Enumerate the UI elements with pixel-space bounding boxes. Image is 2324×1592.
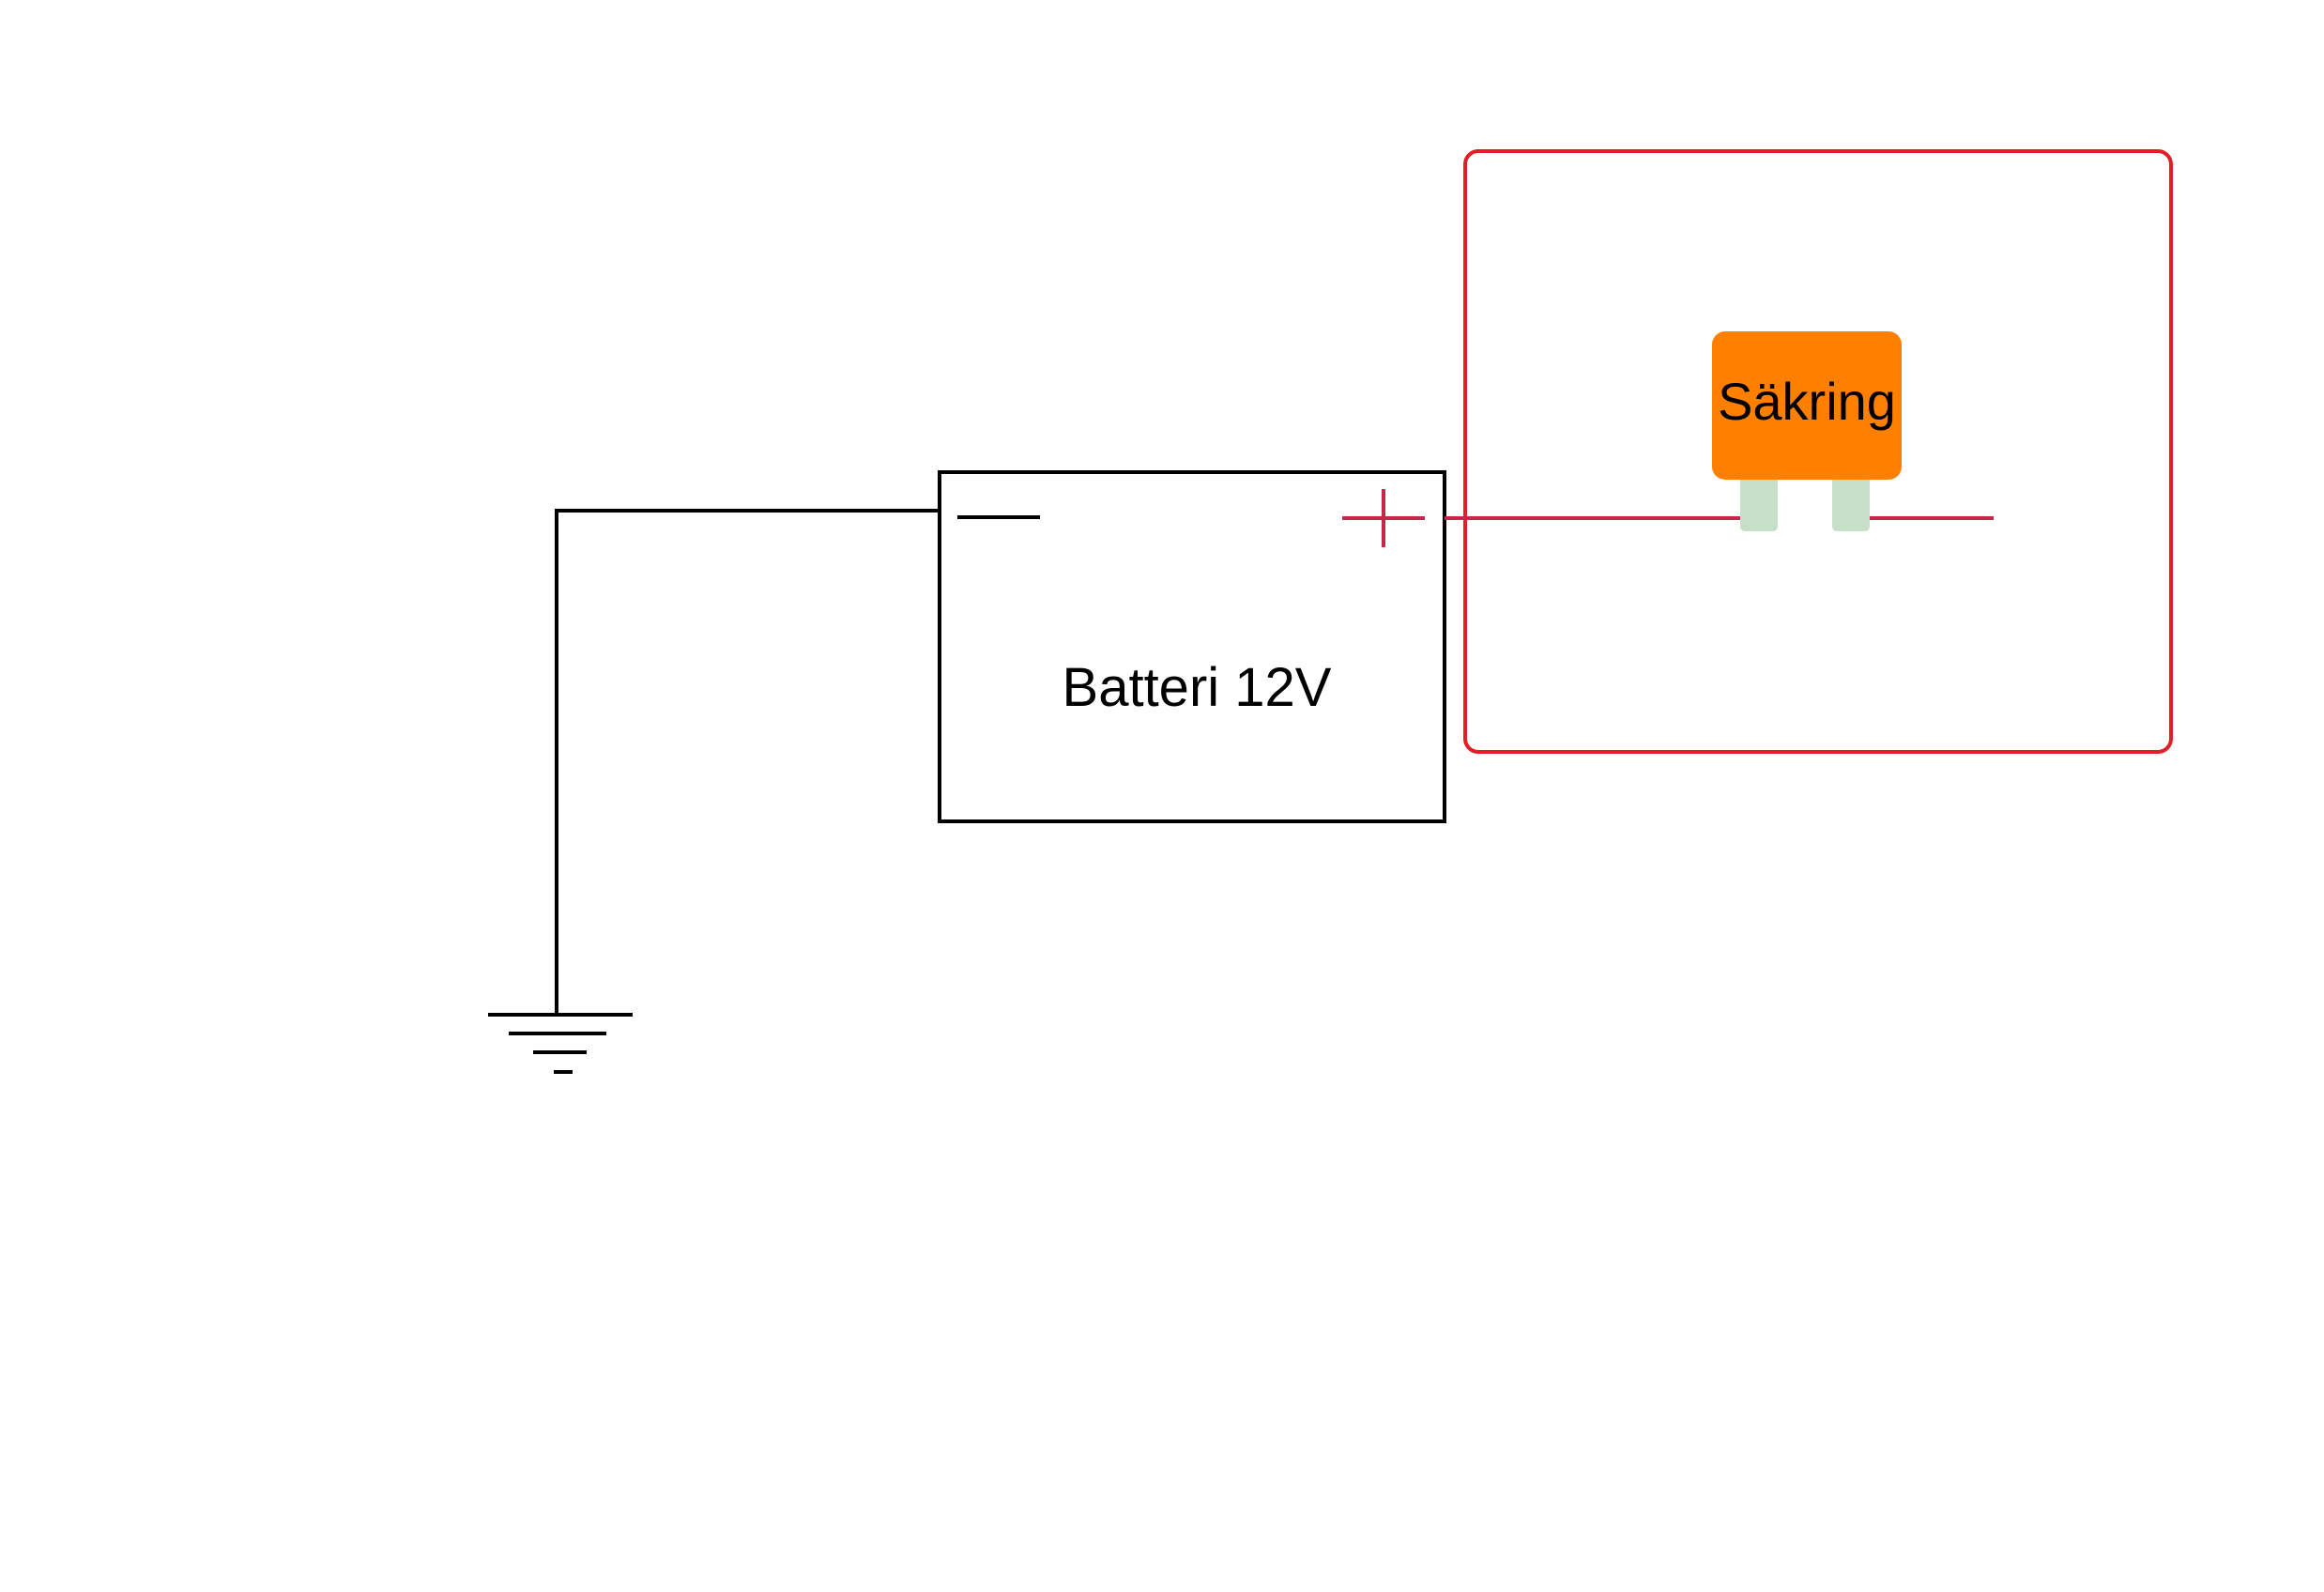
fuse-pin-left	[1740, 477, 1778, 531]
ground-wire	[555, 509, 941, 1015]
battery: Batteri 12V	[938, 470, 1446, 823]
fuse-pin-right	[1832, 477, 1870, 531]
ground-icon	[488, 1013, 633, 1074]
battery-body	[938, 470, 1446, 823]
battery-label: Batteri 12V	[1063, 657, 1332, 718]
battery-positive-icon	[1342, 489, 1425, 547]
highlight-box	[1463, 149, 2173, 754]
fuse-label: Säkring	[1718, 372, 1896, 431]
fuse: Säkring	[1712, 331, 1902, 531]
fuse-body	[1712, 331, 1902, 480]
